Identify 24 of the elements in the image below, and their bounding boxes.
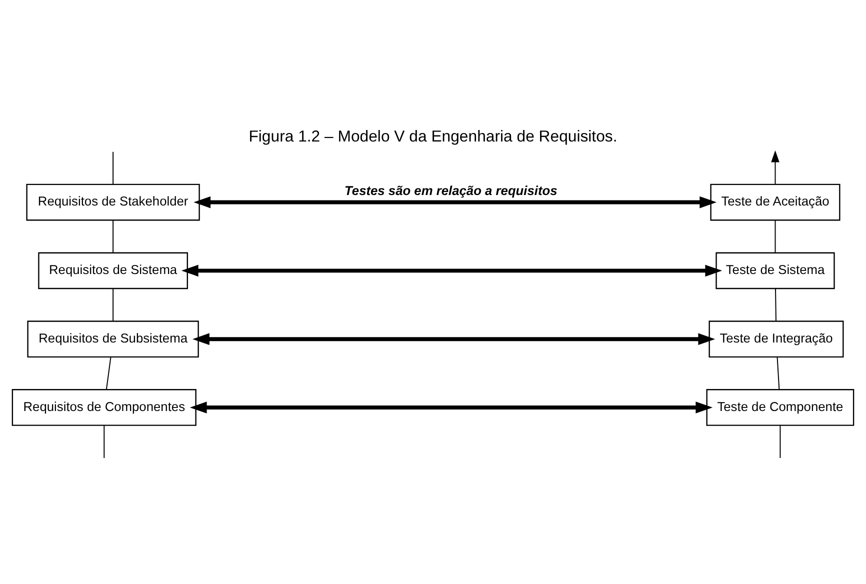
node-box: Teste de Sistema (716, 252, 835, 290)
connector (112, 220, 114, 253)
node-box: Teste de Integração (708, 320, 844, 358)
diagram-title: Figura 1.2 – Modelo V da Engenharia de Requisitos. (248, 128, 618, 146)
arrow (181, 264, 722, 277)
connector (776, 356, 780, 390)
node-box: Requisitos de Stakeholder (26, 184, 200, 221)
arrow (194, 196, 717, 208)
node-box: Requisitos de Subsistema (27, 320, 199, 358)
node-box: Teste de Aceitação (710, 184, 840, 221)
edge-label: Testes são em relação a requisitos (344, 182, 558, 198)
connector (775, 288, 776, 322)
node-box: Teste de Componente (706, 389, 854, 426)
node-box: Requisitos de Sistema (38, 252, 188, 290)
connector (106, 356, 112, 390)
node-box: Requisitos de Componentes (12, 389, 196, 426)
connector (774, 220, 776, 253)
connector (112, 288, 114, 322)
connector (112, 151, 114, 185)
arrow (192, 333, 716, 345)
connector (780, 425, 781, 458)
arrow (771, 150, 780, 185)
connector (104, 425, 105, 458)
arrow (190, 402, 713, 414)
